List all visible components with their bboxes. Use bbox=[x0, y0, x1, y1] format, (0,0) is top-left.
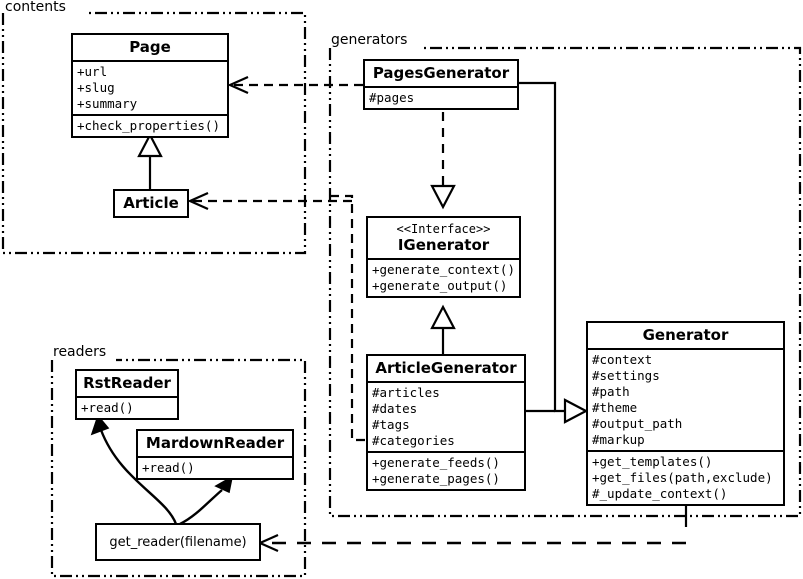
class-methods-page: +check_properties() bbox=[73, 114, 227, 136]
method-generate-feeds: +generate_feeds() bbox=[372, 455, 500, 470]
attribute-slug: +slug bbox=[77, 80, 115, 95]
method-read-rst: +read() bbox=[81, 400, 134, 415]
method-check-properties: +check_properties() bbox=[77, 118, 220, 133]
attribute-path: #path bbox=[592, 384, 630, 399]
class-box-mardownreader[interactable]: MardownReader +read() bbox=[136, 429, 294, 480]
generalization-article-page bbox=[137, 132, 163, 190]
dependency-articlegenerator-article bbox=[187, 191, 352, 211]
class-title-article: Article bbox=[123, 194, 179, 212]
dependency-generator-getreader bbox=[257, 533, 686, 553]
attribute-context: #context bbox=[592, 352, 653, 367]
method-generate-context: +generate_context() bbox=[372, 262, 515, 277]
class-methods-articlegenerator: +generate_feeds() +generate_pages() bbox=[368, 451, 524, 489]
attribute-summary: +summary bbox=[77, 96, 138, 111]
method-get-templates: +get_templates() bbox=[592, 454, 713, 469]
method-read-markdown: +read() bbox=[142, 460, 195, 475]
class-methods-igenerator: +generate_context() +generate_output() bbox=[368, 258, 519, 296]
package-label-generators: generators bbox=[331, 32, 408, 48]
package-border-generators bbox=[328, 46, 802, 518]
attribute-categories: #categories bbox=[372, 433, 455, 448]
class-attributes-generator: #context #settings #path #theme #output_… bbox=[588, 348, 783, 450]
generalization-articlegenerator-igenerator bbox=[430, 304, 456, 355]
attribute-dates: #dates bbox=[372, 401, 418, 416]
class-box-igenerator[interactable]: <<Interface>> IGenerator +generate_conte… bbox=[366, 216, 521, 298]
method-get-files: +get_files(path,exclude) bbox=[592, 470, 773, 485]
package-border-readers bbox=[50, 358, 307, 578]
attribute-theme: #theme bbox=[592, 400, 638, 415]
returns-getreader-rstreader bbox=[90, 414, 178, 525]
class-box-rstreader[interactable]: RstReader +read() bbox=[75, 369, 179, 420]
method-generate-pages: +generate_pages() bbox=[372, 471, 500, 486]
class-methods-mardownreader: +read() bbox=[138, 456, 292, 478]
returns-getreader-mardownreader bbox=[179, 475, 234, 526]
class-box-page[interactable]: Page +url +slug +summary +check_properti… bbox=[71, 33, 229, 138]
class-methods-generator: +get_templates() +get_files(path,exclude… bbox=[588, 450, 783, 504]
class-title-igenerator: IGenerator bbox=[397, 236, 490, 254]
attribute-markup: #markup bbox=[592, 432, 645, 447]
class-methods-rstreader: +read() bbox=[77, 396, 177, 418]
class-attributes-page: +url +slug +summary bbox=[73, 60, 227, 114]
class-title-articlegenerator: ArticleGenerator bbox=[375, 359, 517, 377]
class-title-generator: Generator bbox=[642, 326, 729, 344]
realization-pagesgenerator-igenerator bbox=[430, 112, 456, 210]
class-attributes-articlegenerator: #articles #dates #tags #categories bbox=[368, 381, 524, 451]
function-box-get-reader[interactable]: get_reader(filename) bbox=[95, 523, 261, 561]
attribute-output-path: #output_path bbox=[592, 416, 683, 431]
method-generate-output: +generate_output() bbox=[372, 278, 508, 293]
dependency-pagesgenerator-page bbox=[227, 75, 363, 95]
attribute-pages: #pages bbox=[369, 90, 415, 105]
class-title-page: Page bbox=[129, 38, 171, 56]
attribute-settings: #settings bbox=[592, 368, 660, 383]
class-title-rstreader: RstReader bbox=[83, 374, 171, 392]
class-stereotype-igenerator: <<Interface>> bbox=[396, 222, 491, 236]
package-label-readers: readers bbox=[53, 344, 107, 360]
class-box-article[interactable]: Article bbox=[113, 189, 189, 218]
class-box-pagesgenerator[interactable]: PagesGenerator #pages bbox=[363, 59, 519, 110]
class-box-generator[interactable]: Generator #context #settings #path #them… bbox=[586, 321, 785, 506]
class-title-pagesgenerator: PagesGenerator bbox=[372, 64, 510, 82]
generalization-generators-generator bbox=[519, 81, 589, 424]
package-label-contents: contents bbox=[5, 0, 66, 15]
inner-dashed-frame bbox=[330, 194, 366, 442]
attribute-url: +url bbox=[77, 64, 108, 79]
package-border-contents bbox=[1, 11, 307, 255]
class-header-igenerator: <<Interface>> IGenerator bbox=[368, 218, 519, 258]
method-update-context: #_update_context() bbox=[592, 486, 728, 501]
class-box-articlegenerator[interactable]: ArticleGenerator #articles #dates #tags … bbox=[366, 354, 526, 491]
attribute-tags: #tags bbox=[372, 417, 410, 432]
class-attributes-pagesgenerator: #pages bbox=[365, 86, 517, 108]
attribute-articles: #articles bbox=[372, 385, 440, 400]
class-title-mardownreader: MardownReader bbox=[145, 434, 285, 452]
